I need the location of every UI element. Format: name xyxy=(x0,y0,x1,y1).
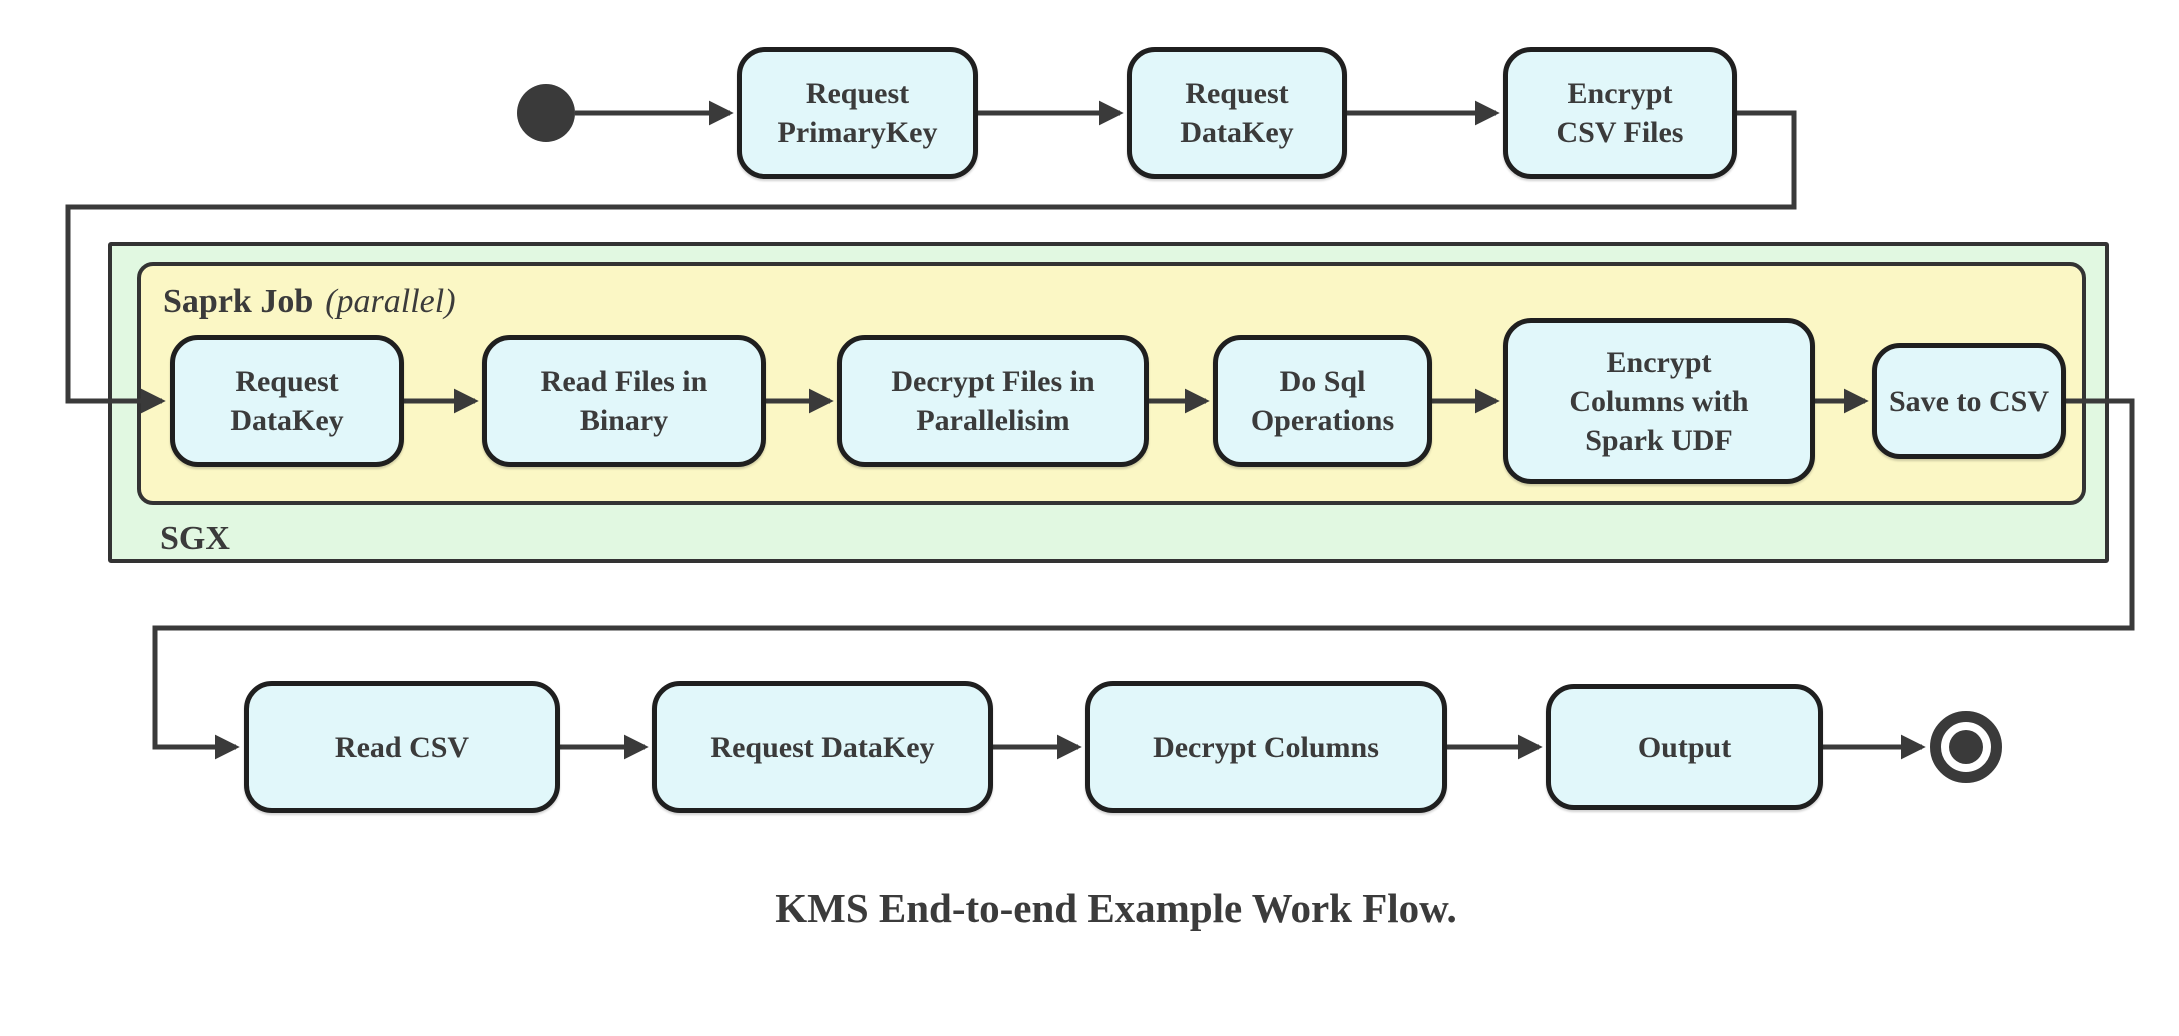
state-output: Output xyxy=(1546,684,1823,810)
final-state-node xyxy=(1930,711,2002,783)
state-request-primarykey: Request PrimaryKey xyxy=(737,47,978,179)
edge-encrypt-csv-files-to-spark-request-datakey xyxy=(65,110,1797,414)
state-read-csv: Read CSV xyxy=(244,681,560,813)
final-state-inner-dot xyxy=(1949,730,1983,764)
state-read-files-in-binary: Read Files in Binary xyxy=(482,335,766,467)
state-decrypt-files-in-parallelisim: Decrypt Files in Parallelisim xyxy=(837,335,1149,467)
state-encrypt-columns-with-spark-udf: Encrypt Columns with Spark UDF xyxy=(1503,318,1815,484)
state-request-datakey-spark: Request DataKey xyxy=(170,335,404,467)
state-decrypt-columns: Decrypt Columns xyxy=(1085,681,1447,813)
diagram-caption: KMS End-to-end Example Work Flow. xyxy=(775,885,1457,931)
state-do-sql-operations: Do Sql Operations xyxy=(1213,335,1432,467)
state-request-datakey-top: Request DataKey xyxy=(1127,47,1347,179)
state-request-datakey-bottom: Request DataKey xyxy=(652,681,993,813)
initial-state-node xyxy=(517,84,575,142)
spark-job-label-text: Saprk Job xyxy=(163,283,314,320)
spark-job-parallel-qualifier: (parallel) xyxy=(325,283,456,320)
state-save-to-csv: Save to CSV xyxy=(1872,343,2066,459)
edge-save-to-csv-to-read-csv xyxy=(152,398,2135,760)
state-encrypt-csv-files: Encrypt CSV Files xyxy=(1503,47,1737,179)
sgx-label: SGX xyxy=(160,520,230,557)
spark-job-label: Saprk Job (parallel) xyxy=(163,283,456,321)
